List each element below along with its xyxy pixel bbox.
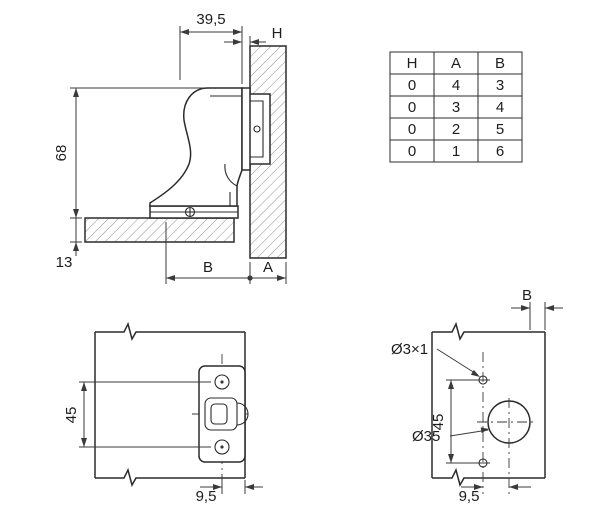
plate-screw [184, 206, 196, 218]
drill-pattern-view: B 45 Ø3×1 Ø35 9,5 [391, 287, 563, 505]
hinge-arm [149, 87, 243, 207]
break-mark [95, 467, 245, 487]
table-cell: 0 [408, 143, 416, 160]
dim-edge-offset-label: 9,5 [459, 488, 480, 505]
break-mark [95, 321, 245, 341]
plate-front-view: 45 9,5 [63, 321, 263, 505]
dim-b-edge-label: B [522, 287, 532, 304]
dim-height-label: 68 [53, 145, 70, 162]
dim-arm-length-label: 39,5 [196, 11, 225, 28]
drill-view-dimensions: B 45 Ø3×1 Ø35 9,5 [391, 287, 563, 505]
dim-a-label: A [263, 259, 273, 276]
pilot-hole-top [476, 375, 490, 385]
table-cell: 4 [496, 99, 504, 116]
table-cell: 0 [408, 121, 416, 138]
table-header-b: B [495, 55, 505, 72]
table-header-a: A [451, 55, 461, 72]
cup-bore-circle [487, 400, 531, 444]
dim-b-label: B [203, 259, 213, 276]
table-cell: 3 [496, 77, 504, 94]
panel-outline [431, 321, 546, 487]
table-cell: 1 [452, 143, 460, 160]
break-mark [432, 467, 545, 487]
table-cell: 2 [452, 121, 460, 138]
table-cell: 0 [408, 99, 416, 116]
dimension-dot [247, 275, 253, 281]
dim-thickness-label: 13 [56, 254, 73, 271]
pilot-hole-callout: Ø3×1 [391, 341, 428, 358]
dim-hole-spacing-label: 45 [63, 407, 80, 424]
hab-table: H A B 0 4 3 0 3 4 0 2 5 0 1 6 [389, 51, 523, 163]
hinge-pin-icon [253, 125, 261, 133]
table-cell: 3 [452, 99, 460, 116]
dim-hole-spacing-label: 45 [430, 414, 447, 431]
table-cell: 6 [496, 143, 504, 160]
break-mark [432, 321, 545, 341]
cabinet-panel [84, 217, 235, 243]
dim-edge-offset-label: 9,5 [196, 488, 217, 505]
table-cell: 4 [452, 77, 460, 94]
hinge-cup-flange [241, 87, 251, 171]
plate-view-dimensions: 45 9,5 [63, 381, 263, 505]
table-cell: 0 [408, 77, 416, 94]
cup-bore-callout: Ø35 [412, 428, 440, 445]
table-cell: 5 [496, 121, 504, 138]
side-view-dimensions: 39,5 H 68 13 B A [53, 11, 287, 284]
dim-h-label: H [272, 25, 283, 42]
table-header-h: H [407, 55, 418, 72]
pilot-hole-bottom [476, 458, 490, 468]
mounting-plate-front [198, 365, 249, 463]
side-view [84, 45, 287, 259]
